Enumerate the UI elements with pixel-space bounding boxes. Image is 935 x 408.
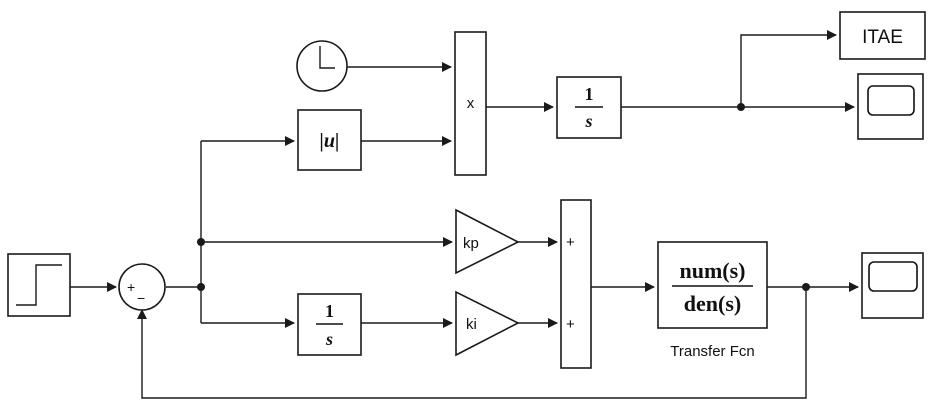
integrator-top-denominator: s [584,111,592,131]
transfer-fcn-block[interactable]: num(s) den(s) [657,241,768,329]
gain-kp-label: kp [463,235,479,252]
clock-icon [319,46,335,69]
branch-point [737,103,745,111]
scope-icon [868,261,918,292]
integrator-bottom-numerator: 1 [325,301,334,321]
itae-label: ITAE [862,27,903,48]
step-icon [16,264,62,306]
integrator-bottom-block[interactable]: 1 s [297,293,362,356]
product-block[interactable]: x [454,31,487,176]
branch-point [197,238,205,246]
branch-point [802,283,810,291]
scope-bottom-block[interactable] [861,252,924,319]
sum-output-bottom-sign: + [566,316,575,333]
sum-output-block[interactable]: + + [560,199,592,369]
gain-ki-label: ki [466,316,477,333]
sum-plus-sign: + [127,279,135,295]
transfer-fcn-denominator: den(s) [684,291,741,316]
integrator-top-block[interactable]: 1 s [556,76,622,139]
sum-error-block[interactable]: + − [118,263,166,311]
branch-point [197,283,205,291]
step-block[interactable] [7,253,71,317]
integrator-top-numerator: 1 [585,84,594,104]
integrator-bottom-denominator: s [325,329,333,349]
transfer-fcn-numerator: num(s) [679,258,745,283]
gain-ki-block[interactable]: ki [455,290,520,357]
abs-block[interactable]: |u| [297,109,362,171]
scope-top-block[interactable] [857,73,924,140]
itae-block[interactable]: ITAE [839,11,926,60]
gain-kp-block[interactable]: kp [455,208,520,275]
sum-output-top-sign: + [566,234,575,251]
sum-minus-sign: − [137,290,145,306]
transfer-fcn-caption: Transfer Fcn [670,343,754,360]
clock-block[interactable] [296,40,348,92]
scope-icon [867,85,915,116]
signal-wires [70,30,859,399]
abs-label: |u| [320,130,340,152]
product-symbol: x [467,95,475,112]
